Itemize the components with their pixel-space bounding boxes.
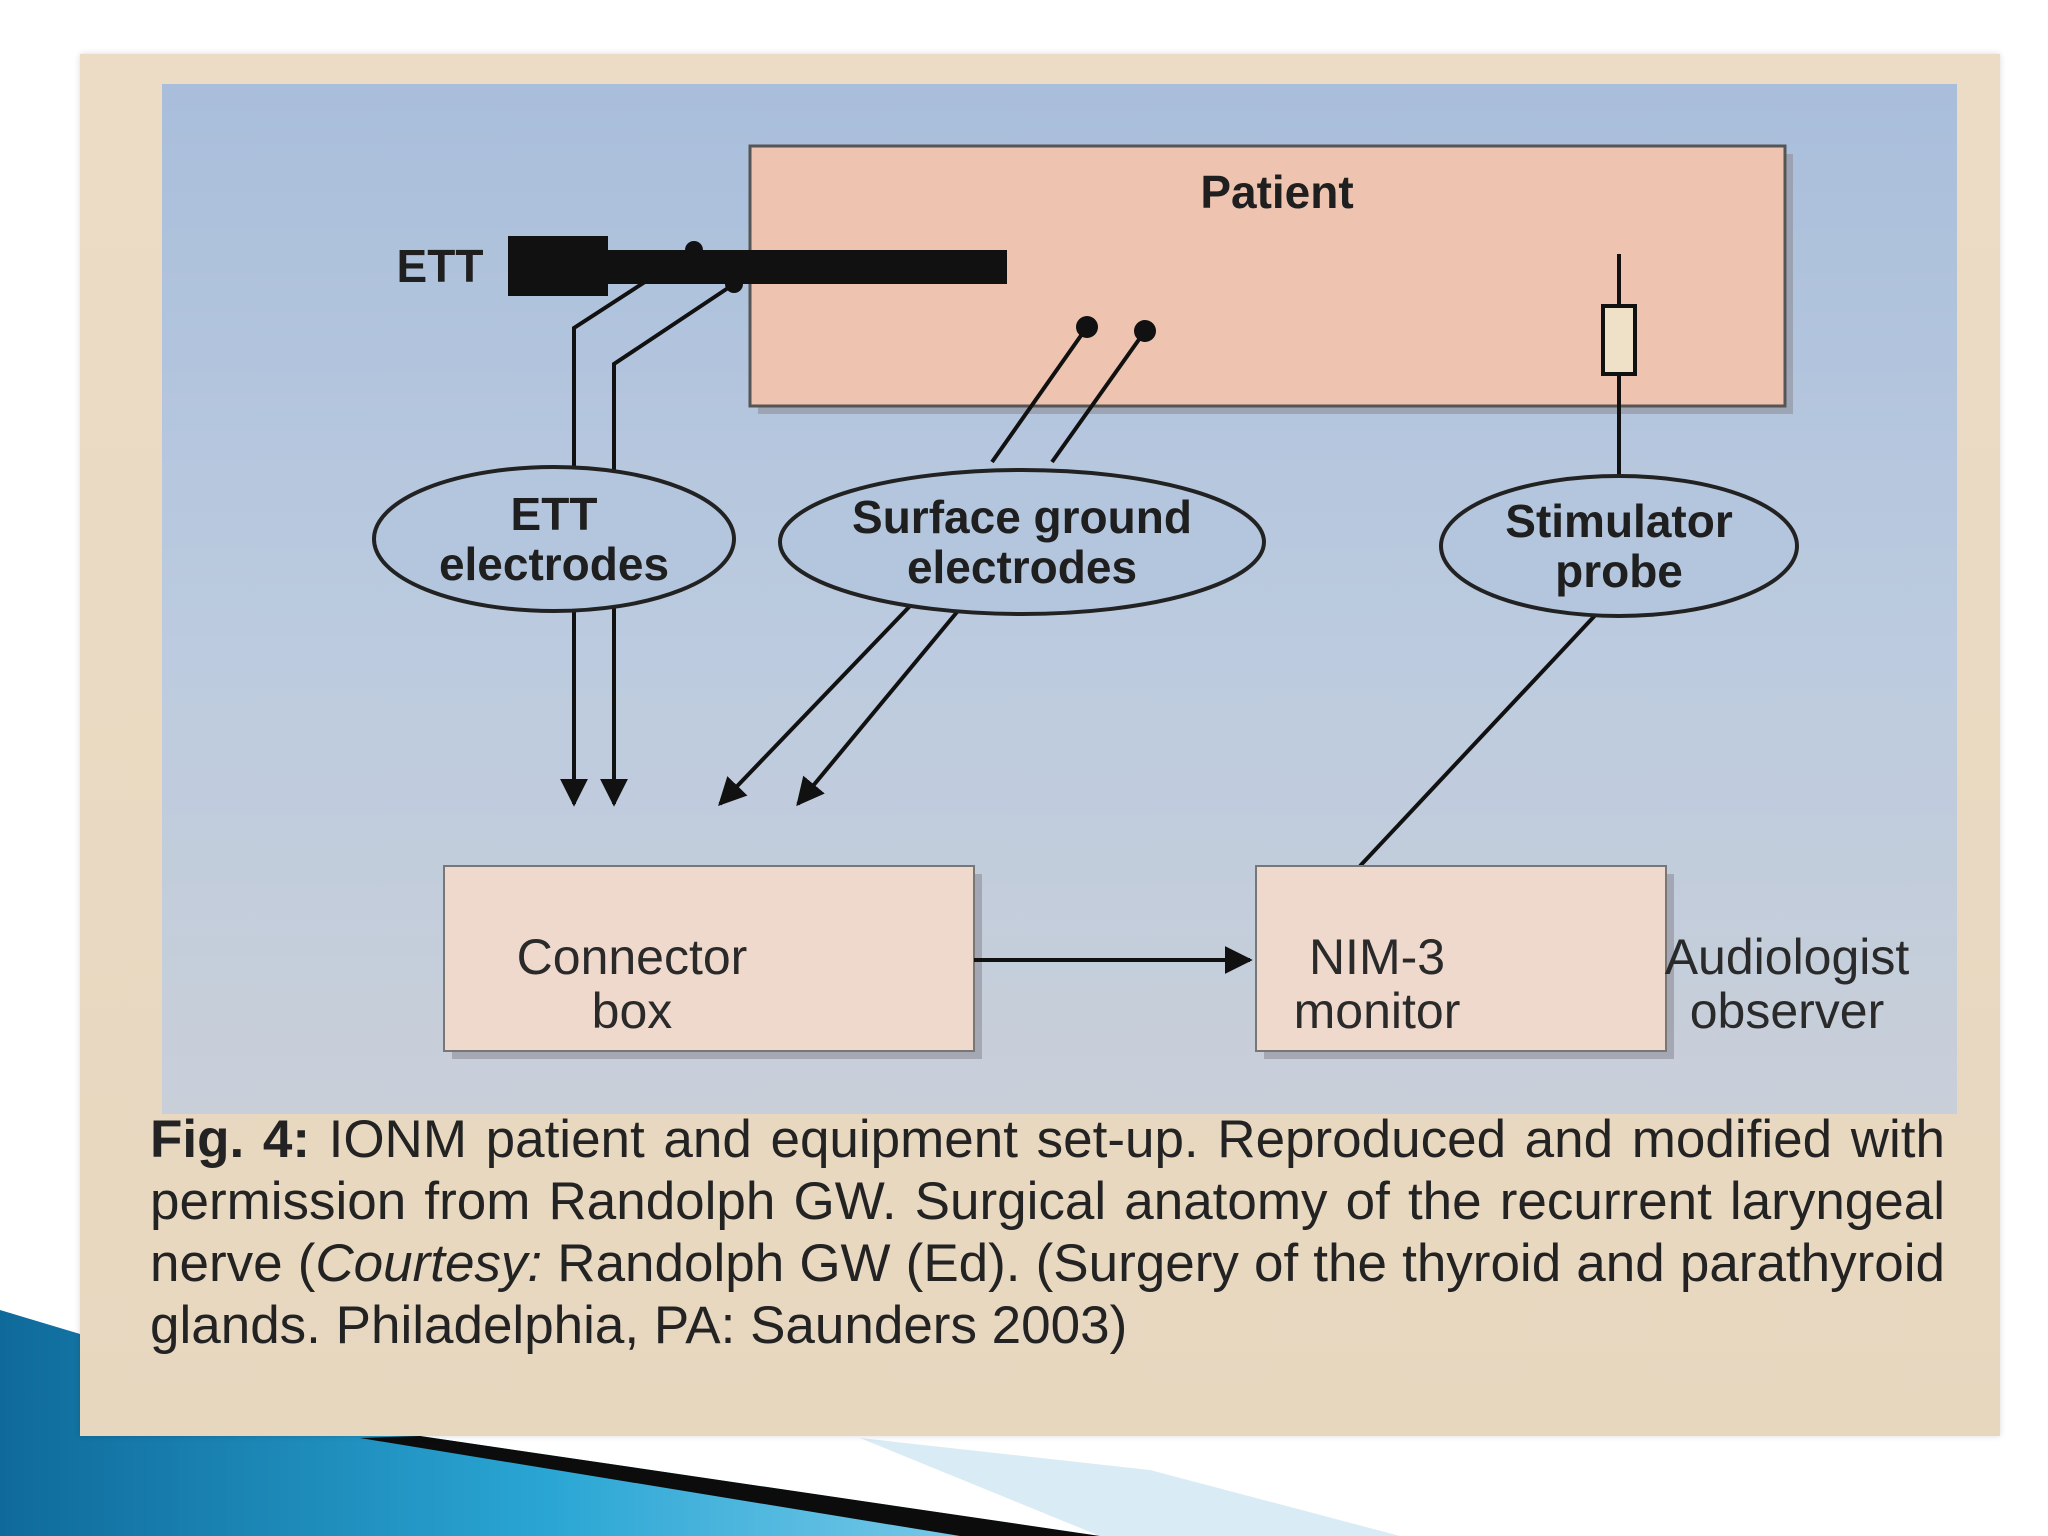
- surface-wire-1-lower: [718, 604, 912, 807]
- diagram-panel: Patient ETT ETT electrodes Surface groun…: [162, 84, 1957, 1114]
- caption-text-2: Randolph GW (Ed). (Surgery of the thyroi…: [150, 1234, 1945, 1355]
- corner-black-swoosh: [360, 1436, 1100, 1536]
- connector-box-label: Connector box: [516, 929, 748, 1039]
- ett-tube: [602, 250, 1007, 284]
- ett-electrodes-ellipse: [372, 465, 736, 613]
- ett-tube-connector: [508, 236, 608, 296]
- ett-wire-2: [600, 282, 736, 807]
- figure-caption: Fig. 4: IONM patient and equipment set-u…: [150, 1109, 1945, 1357]
- ett-wire-1: [560, 248, 696, 807]
- patient-label: Patient: [1200, 166, 1354, 218]
- connector-box: [443, 865, 975, 1052]
- nim-monitor-box: [1255, 865, 1667, 1052]
- probe-handle: [1601, 304, 1637, 376]
- surface-wire-2-upper: [1050, 329, 1147, 464]
- corner-light-swoosh: [860, 1438, 1400, 1536]
- figure-number: Fig. 4:: [150, 1110, 310, 1169]
- surface-electrodes-label: Surface ground electrodes: [852, 491, 1192, 593]
- caption-courtesy: Courtesy:: [315, 1234, 543, 1293]
- stimulator-probe-ellipse: [1439, 474, 1799, 618]
- ett-electrodes-label: ETT electrodes: [438, 488, 670, 590]
- diagram-canvas: [372, 144, 1799, 1059]
- corner-blue-swoosh: [0, 1310, 1100, 1536]
- probe-wire-to-monitor: [1358, 606, 1604, 868]
- figure-photo: Patient ETT ETT electrodes Surface groun…: [80, 54, 2000, 1436]
- surface-wire-2-lower: [796, 604, 964, 807]
- nim-monitor-label: NIM-3 monitor: [1293, 929, 1461, 1039]
- caption-text-1: IONM patient and equipment set-up. Repro…: [150, 1110, 1945, 1293]
- surface-electrodes-ellipse: [778, 468, 1266, 616]
- stimulator-probe-label: Stimulator probe: [1505, 495, 1733, 597]
- audiologist-observer-label: Audiologist observer: [1664, 929, 1910, 1039]
- surface-wire-1-upper: [990, 325, 1089, 464]
- ett-label: ETT: [396, 240, 484, 292]
